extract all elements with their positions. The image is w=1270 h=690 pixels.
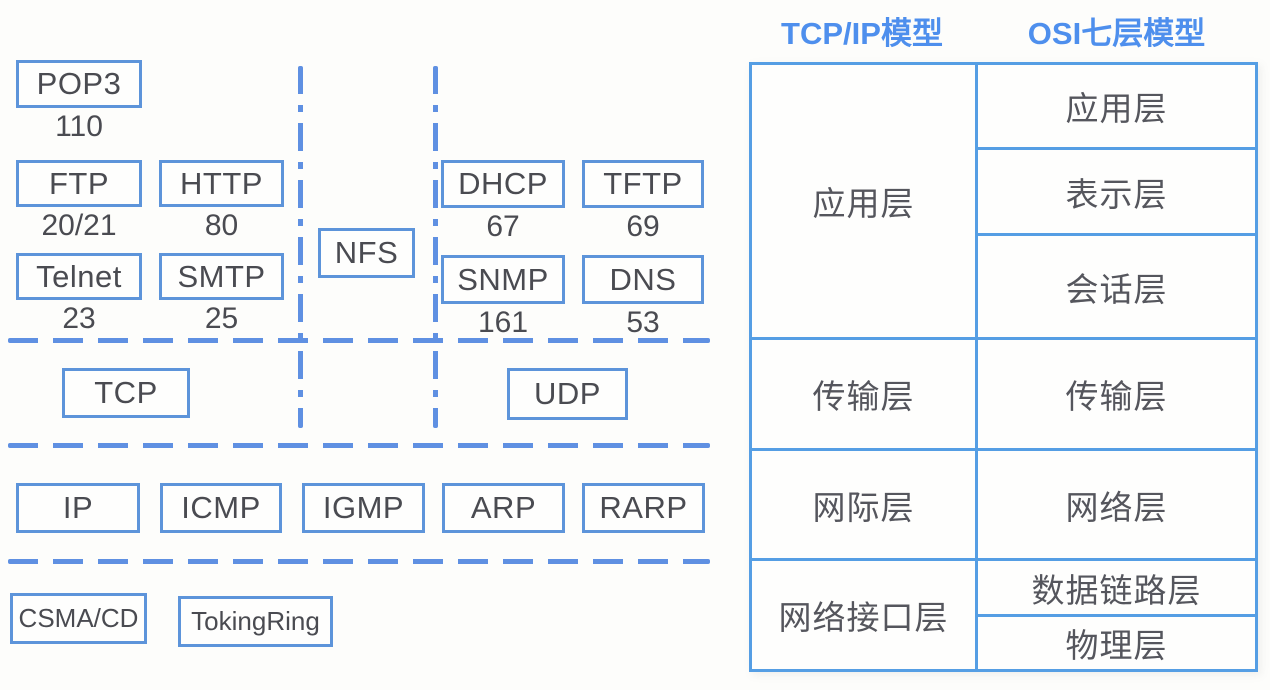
divider-application-transport [8,338,710,343]
protocol-box-rarp: RARP [582,483,705,533]
protocol-box-telnet: Telnet [16,253,142,300]
protocol-box-dns: DNS [582,255,704,304]
nfs-separator-line-right [433,66,438,428]
divider-internet-link [8,559,710,564]
tcpip-model-column: 应用层 传输层 网际层 网络接口层 [752,65,978,669]
protocol-box-http: HTTP [159,160,284,207]
divider-transport-internet [8,443,710,448]
model-comparison-table: 应用层 传输层 网际层 网络接口层 应用层 表示层 会话层 传输层 网络层 数据… [749,62,1258,672]
port-label-dns: 53 [626,306,660,339]
osi-layer-network: 网络层 [978,448,1255,558]
protocol-box-tcp: TCP [62,368,190,418]
protocol-box-nfs: NFS [318,228,415,278]
osi-layer-transport: 传输层 [978,337,1255,448]
protocol-box-igmp: IGMP [302,483,425,533]
port-label-tftp: 69 [626,210,660,243]
osi-layer-application: 应用层 [1065,90,1168,127]
protocol-box-ftp: FTP [16,160,142,207]
protocol-box-icmp: ICMP [160,483,282,533]
port-label-ftp: 20/21 [41,209,117,242]
header-osi-model: OSI七层模型 [1027,16,1206,51]
port-label-dhcp: 67 [486,210,520,243]
osi-layer-physical: 物理层 [978,614,1255,669]
nfs-separator-line-left [298,66,303,428]
osi-layer-data-link: 数据链路层 [978,558,1255,614]
tcpip-layer-transport: 传输层 [752,337,975,448]
protocol-box-pop3: POP3 [16,60,142,108]
tcpip-layer-internet: 网际层 [752,448,975,558]
osi-model-column: 应用层 表示层 会话层 传输层 网络层 数据链路层 物理层 [978,65,1255,669]
protocol-box-tokingring: TokingRing [178,596,333,647]
protocol-box-udp: UDP [507,368,628,420]
header-tcpip-model: TCP/IP模型 [781,16,943,51]
tcpip-layer-network-interface: 网络接口层 [752,558,975,669]
protocol-box-dhcp: DHCP [441,160,565,208]
port-label-pop3: 110 [55,110,103,143]
port-label-smtp: 25 [204,302,239,335]
tcpip-layer-application: 应用层 [812,185,915,222]
osi-layer-presentation: 表示层 [978,147,1255,233]
protocol-box-snmp: SNMP [441,255,565,304]
protocol-box-ip: IP [16,483,140,533]
osi-layer-session: 会话层 [978,233,1255,337]
port-label-snmp: 161 [477,306,529,339]
port-label-http: 80 [204,209,239,242]
protocol-box-arp: ARP [442,483,565,533]
protocol-box-tftp: TFTP [582,160,704,208]
protocol-box-csma-cd: CSMA/CD [10,593,147,644]
port-label-telnet: 23 [62,302,96,335]
protocol-box-smtp: SMTP [159,253,284,300]
